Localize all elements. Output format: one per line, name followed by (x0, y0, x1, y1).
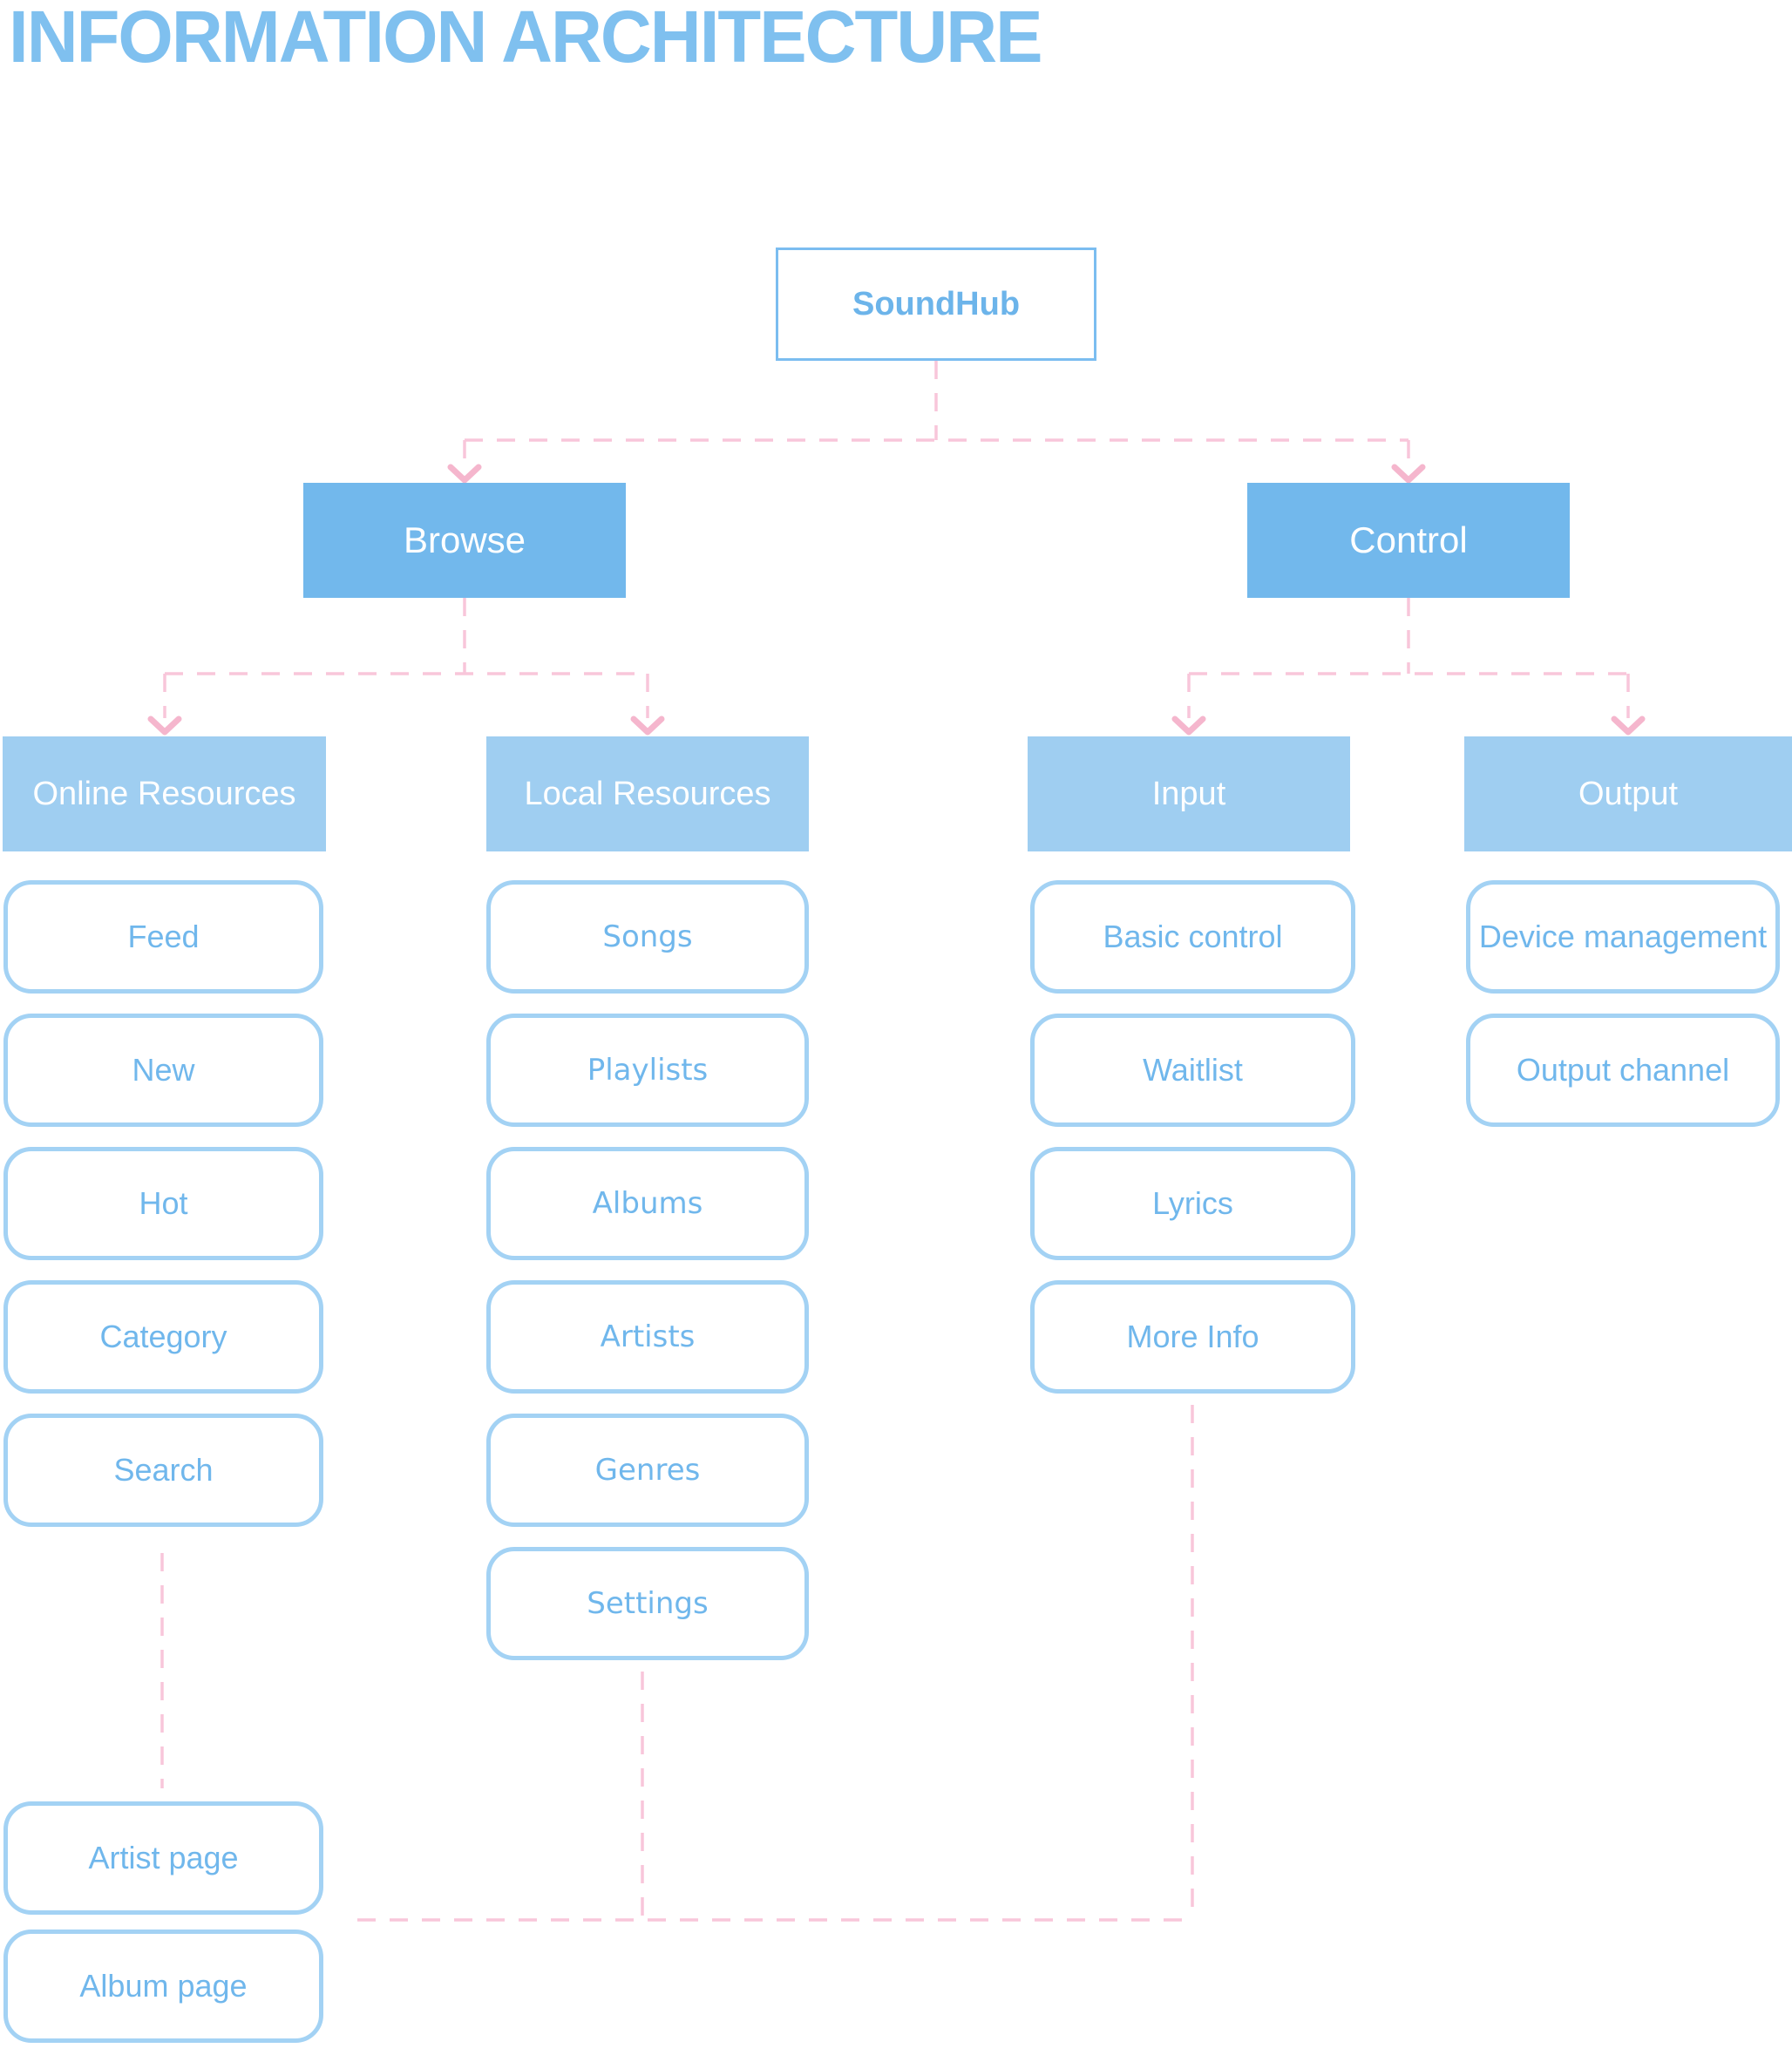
node-control: Control (1247, 483, 1570, 598)
node-output-channel: Output channel (1466, 1014, 1780, 1127)
node-album-page: Album page (3, 1930, 323, 2043)
node-settings: Settings (486, 1547, 809, 1660)
node-search: Search (3, 1414, 323, 1527)
node-lyrics: Lyrics (1030, 1147, 1355, 1260)
node-feed: Feed (3, 880, 323, 994)
arrow-down-output-icon (1611, 716, 1646, 736)
node-albums: Albums (486, 1147, 809, 1260)
node-artists: Artists (486, 1280, 809, 1394)
page-title: INFORMATION ARCHITECTURE (9, 0, 1043, 78)
arrow-down-input-icon (1171, 716, 1206, 736)
node-soundhub: SoundHub (776, 248, 1096, 361)
arrow-down-browse-icon (447, 464, 482, 484)
node-local-resources: Local Resources (486, 736, 809, 851)
node-artist-page: Artist page (3, 1801, 323, 1915)
node-playlists: Playlists (486, 1014, 809, 1127)
node-device-management: Device management (1466, 880, 1780, 994)
node-hot: Hot (3, 1147, 323, 1260)
node-category: Category (3, 1280, 323, 1394)
arrow-down-online-resources-icon (147, 716, 182, 736)
node-new: New (3, 1014, 323, 1127)
node-browse: Browse (303, 483, 626, 598)
node-online-resources: Online Resources (3, 736, 326, 851)
node-waitlist: Waitlist (1030, 1014, 1355, 1127)
node-input: Input (1028, 736, 1350, 851)
node-basic-control: Basic control (1030, 880, 1355, 994)
node-more-info: More Info (1030, 1280, 1355, 1394)
node-songs: Songs (486, 880, 809, 994)
arrow-down-local-resources-icon (630, 716, 665, 736)
node-output: Output (1464, 736, 1792, 851)
node-genres: Genres (486, 1414, 809, 1527)
arrow-down-control-icon (1391, 464, 1426, 484)
